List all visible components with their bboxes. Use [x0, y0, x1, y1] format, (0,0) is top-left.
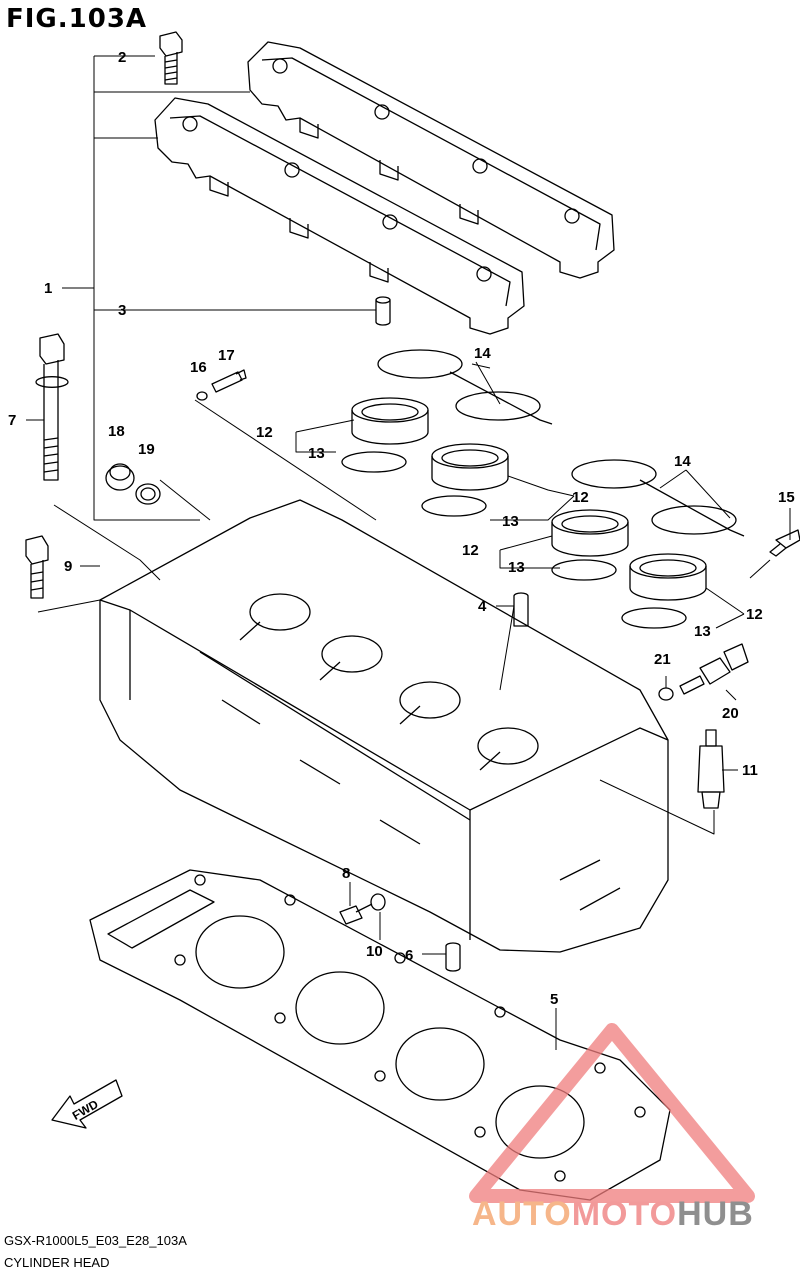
fitting-17 — [211, 369, 247, 393]
leader-lines — [26, 55, 791, 1050]
gasket-19 — [135, 483, 161, 505]
intake-pipe-12-b — [431, 443, 509, 491]
callout-12-d: 12 — [746, 606, 763, 623]
gasket-16 — [196, 391, 208, 401]
callout-8: 8 — [342, 865, 350, 882]
o-ring-13-c — [551, 559, 617, 581]
bolt-2 — [159, 31, 183, 85]
callout-14-a: 14 — [474, 345, 491, 362]
callout-14-b: 14 — [674, 453, 691, 470]
clamp-14-upper — [377, 349, 553, 425]
spark-plug-11 — [697, 729, 725, 809]
bolt-8 — [339, 903, 373, 925]
watermark-moto: MOTO — [571, 1195, 678, 1233]
callout-11: 11 — [742, 762, 758, 779]
watermark-triangle-icon — [469, 1023, 755, 1203]
callout-12-b: 12 — [572, 489, 589, 506]
callout-12-a: 12 — [256, 424, 273, 441]
callout-7: 7 — [8, 412, 16, 429]
washer-21 — [658, 687, 674, 701]
callout-13-c: 13 — [508, 559, 525, 576]
o-ring-13-a — [341, 451, 407, 473]
watermark-auto: AUTO — [472, 1195, 572, 1233]
cylinder-head — [99, 499, 669, 953]
callout-20: 20 — [722, 705, 739, 722]
o-ring-13-b — [421, 495, 487, 517]
intake-pipe-12-d — [629, 553, 707, 601]
callout-13-d: 13 — [694, 623, 711, 640]
camshaft-holder-front — [154, 97, 525, 335]
callout-3: 3 — [118, 302, 126, 319]
callout-13-a: 13 — [308, 445, 325, 462]
callout-6: 6 — [405, 947, 413, 964]
head-gasket-5 — [89, 869, 671, 1201]
clamp-14-lower — [571, 459, 745, 537]
callout-15: 15 — [778, 489, 795, 506]
bolt-9 — [25, 535, 49, 599]
sensor-20 — [679, 643, 749, 695]
callout-13-b: 13 — [502, 513, 519, 530]
watermark-hub: HUB — [677, 1195, 754, 1233]
callout-1: 1 — [44, 280, 52, 297]
callout-12-c: 12 — [462, 542, 479, 559]
callout-21: 21 — [654, 651, 671, 668]
callout-4: 4 — [478, 598, 487, 615]
dowel-pin-3 — [375, 296, 391, 326]
plug-18 — [105, 463, 135, 491]
callout-18: 18 — [108, 423, 125, 440]
callout-16: 16 — [190, 359, 207, 376]
sleeve-4 — [513, 592, 529, 627]
callout-5: 5 — [550, 991, 558, 1008]
footer-code: GSX-R1000L5_E03_E28_103A — [4, 1233, 187, 1248]
callout-9: 9 — [64, 558, 72, 575]
washer-10 — [370, 893, 386, 911]
camshaft-holder-rear — [247, 41, 615, 279]
watermark-text: AUTOMOTOHUB — [472, 1195, 754, 1234]
figure-title: FIG.103A — [6, 4, 148, 34]
screw-15 — [769, 529, 800, 557]
fwd-arrow-icon — [51, 1079, 123, 1129]
callout-10: 10 — [366, 943, 383, 960]
callout-2: 2 — [118, 49, 126, 66]
intake-pipe-12-c — [551, 509, 629, 557]
callout-labels: 1 2 3 4 5 6 7 8 9 10 11 12 12 12 12 13 1… — [8, 49, 795, 1008]
intake-pipe-12-a — [351, 397, 429, 445]
o-ring-13-d — [621, 607, 687, 629]
callout-17: 17 — [218, 347, 235, 364]
dowel-pin-6 — [445, 942, 461, 972]
callout-19: 19 — [138, 441, 155, 458]
footer-name: CYLINDER HEAD — [4, 1255, 110, 1270]
bolt-7 — [35, 333, 69, 481]
